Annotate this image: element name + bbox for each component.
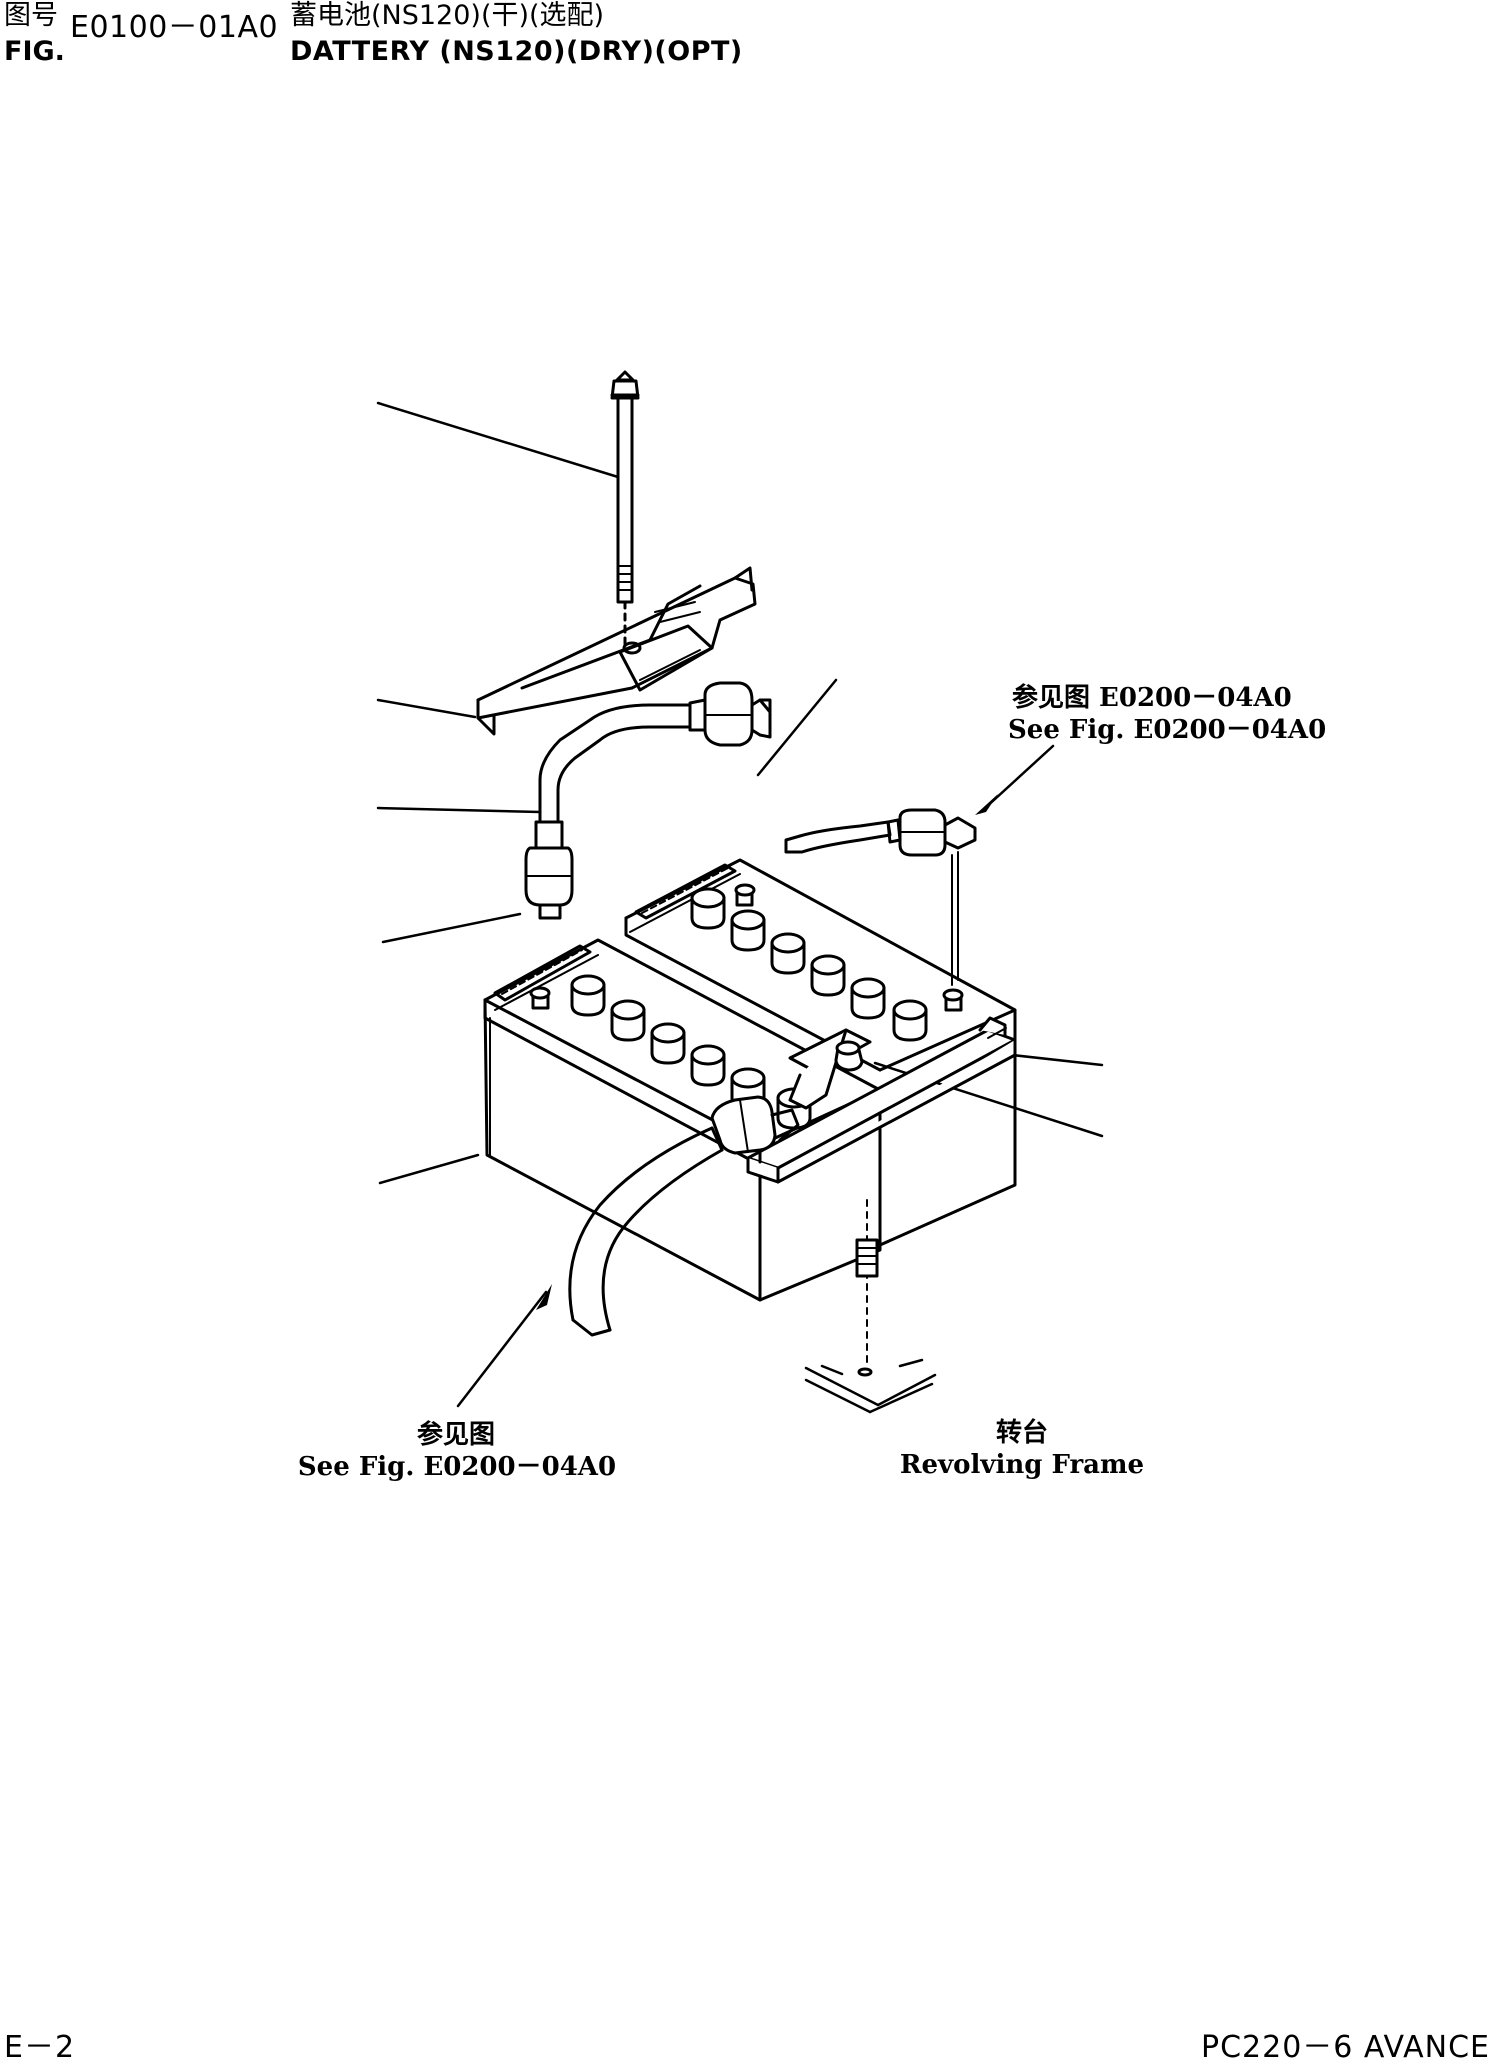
battery-left-vent-strip bbox=[493, 944, 592, 1002]
battery-right-posts bbox=[734, 883, 964, 1012]
figure-label-en: FIG. bbox=[4, 36, 65, 67]
figure-number: E0100－01A0 bbox=[70, 10, 279, 45]
battery-right bbox=[624, 858, 1017, 1247]
battery-terminal-right bbox=[784, 808, 977, 986]
battery-left bbox=[483, 938, 882, 1302]
callout-labels: 参见图 E0200－04A0 See Fig. E0200－04A0 参见图 S… bbox=[298, 682, 1326, 1482]
figure-title-en: DATTERY (NS120)(DRY)(OPT) bbox=[290, 36, 743, 67]
model-name: PC220－6 AVANCE bbox=[1201, 2030, 1490, 2065]
figure-label-zh: 图号 bbox=[4, 0, 58, 31]
callout-top-right-zh: 参见图 E0200－04A0 bbox=[1012, 682, 1292, 713]
figure-title-zh: 蓄电池(NS120)(干)(选配) bbox=[290, 0, 605, 31]
callout-bottom-left-zh: 参见图 bbox=[417, 1419, 495, 1450]
page-number: E－2 bbox=[4, 2030, 76, 2065]
hold-down-bolt bbox=[610, 370, 640, 647]
battery-right-caps bbox=[690, 887, 928, 1042]
battery-left-post bbox=[529, 986, 551, 1010]
frame-mounting-stud bbox=[855, 1199, 879, 1377]
callout-top-right-en: See Fig. E0200－04A0 bbox=[1008, 715, 1326, 745]
center-clamp bbox=[788, 1028, 872, 1110]
battery-terminal-left bbox=[524, 820, 574, 920]
callout-bottom-left-en: See Fig. E0200－04A0 bbox=[298, 1452, 616, 1482]
lower-hold-down-bar bbox=[746, 1016, 1017, 1184]
hold-down-bracket bbox=[476, 566, 757, 736]
battery-cable-top bbox=[538, 681, 772, 822]
battery-cable-bottom bbox=[568, 1095, 800, 1337]
revolving-frame-plate bbox=[804, 1358, 937, 1414]
callout-frame-zh: 转台 bbox=[996, 1417, 1048, 1448]
figure-header: 图号 FIG. E0100－01A0 蓄电池(NS120)(干)(选配) DAT… bbox=[4, 0, 904, 70]
arrow-heads bbox=[536, 794, 998, 1310]
battery-right-vent-strip bbox=[634, 863, 737, 920]
battery-left-caps bbox=[570, 974, 812, 1130]
callout-frame-en: Revolving Frame bbox=[900, 1450, 1144, 1480]
